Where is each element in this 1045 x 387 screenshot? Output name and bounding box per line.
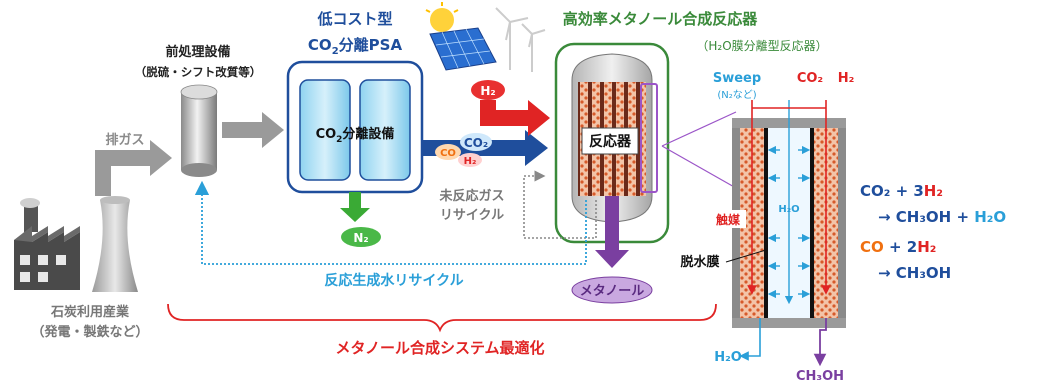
h2-bubble xyxy=(471,80,505,100)
equation-2-left: CO + 2H₂ xyxy=(860,238,936,256)
psa-column-left xyxy=(299,79,351,181)
pretreatment-title: 前処理設備 xyxy=(165,44,230,60)
methanol-label: メタノール xyxy=(580,284,645,299)
detail-connector xyxy=(661,145,737,189)
reactor-subtitle: （H₂O膜分離型反応器） xyxy=(696,39,827,53)
solar-panel-icon xyxy=(425,2,497,71)
h2-red-arrow xyxy=(480,100,550,136)
h2-small-bubble xyxy=(458,153,482,167)
cooling-tower-icon xyxy=(92,196,138,292)
reactor-title: 高効率メタノール合成反応器 xyxy=(563,10,759,28)
membrane-h2o-label: H₂O xyxy=(778,204,799,215)
h2-small-bubble-label: H₂ xyxy=(464,156,477,167)
h2-bubble-label: H₂ xyxy=(480,84,495,98)
n2-label: N₂ xyxy=(353,231,368,245)
co2-separation-label: CO2分離設備 xyxy=(316,126,395,145)
industry-label-2: （発電・製鉄など） xyxy=(31,324,148,340)
methanol-down-arrow xyxy=(595,196,629,268)
equation-1-right: → CH₃OH + H₂O xyxy=(878,208,1006,226)
equation-2-right: → CH₃OH xyxy=(878,264,951,282)
psa-title-line1: 低コスト型 xyxy=(316,10,392,28)
co-bubble-label: CO xyxy=(440,148,456,159)
industry-label-1: 石炭利用産業 xyxy=(50,304,130,320)
sweep-co2-label: CO₂ xyxy=(797,71,823,86)
water-recycle-label: 反応生成水リサイクル xyxy=(324,272,463,289)
wind-turbine-icon xyxy=(495,7,546,72)
co-bubble xyxy=(435,144,461,160)
unreacted-gas-label-1: 未反応ガス xyxy=(438,188,504,204)
h2o-outlet-line xyxy=(739,318,761,361)
h2o-outlet-label: H₂O xyxy=(714,350,742,365)
exhaust-gas-label: 排ガス xyxy=(105,132,144,148)
equation-1-left: CO₂ + 3H₂ xyxy=(860,182,943,200)
exhaust-gas-arrow xyxy=(95,140,172,196)
optimization-label: メタノール合成システム最適化 xyxy=(335,339,544,357)
co2-bubble xyxy=(460,133,492,151)
methanol-badge xyxy=(571,276,653,304)
co2-bubble-label: CO₂ xyxy=(464,136,488,150)
dehydration-membrane-label: 脱水膜 xyxy=(680,254,719,270)
ch3oh-outlet-line xyxy=(813,318,827,367)
feed-lines xyxy=(747,100,831,295)
psa-column-right xyxy=(359,79,411,181)
pretreatment-cylinder-icon xyxy=(180,84,218,177)
sweep-sub-label: (N₂など) xyxy=(717,89,756,101)
membrane-flow-arrows xyxy=(767,100,811,305)
n2-badge xyxy=(341,227,381,247)
psa-title-line2: CO2分離PSA xyxy=(308,36,403,57)
ch3oh-outlet-label: CH₃OH xyxy=(796,369,844,384)
factory-icon xyxy=(14,198,80,290)
unreacted-gas-label-2: リサイクル xyxy=(440,208,504,223)
water-recycle-line xyxy=(194,180,587,265)
reactor-label-box xyxy=(581,127,639,155)
flow-arrow-to-psa xyxy=(222,112,284,148)
optimization-bracket xyxy=(167,303,717,333)
unreacted-gas-recycle-line xyxy=(523,170,597,239)
catalyst-label: 触媒 xyxy=(716,212,741,227)
n2-down-arrow xyxy=(340,192,370,222)
reactor-label: 反応器 xyxy=(589,133,632,150)
sweep-h2-label: H₂ xyxy=(838,71,855,86)
pretreatment-subtitle: （脱硫・シフト改質等） xyxy=(135,65,262,79)
sweep-label: Sweep xyxy=(713,71,761,86)
